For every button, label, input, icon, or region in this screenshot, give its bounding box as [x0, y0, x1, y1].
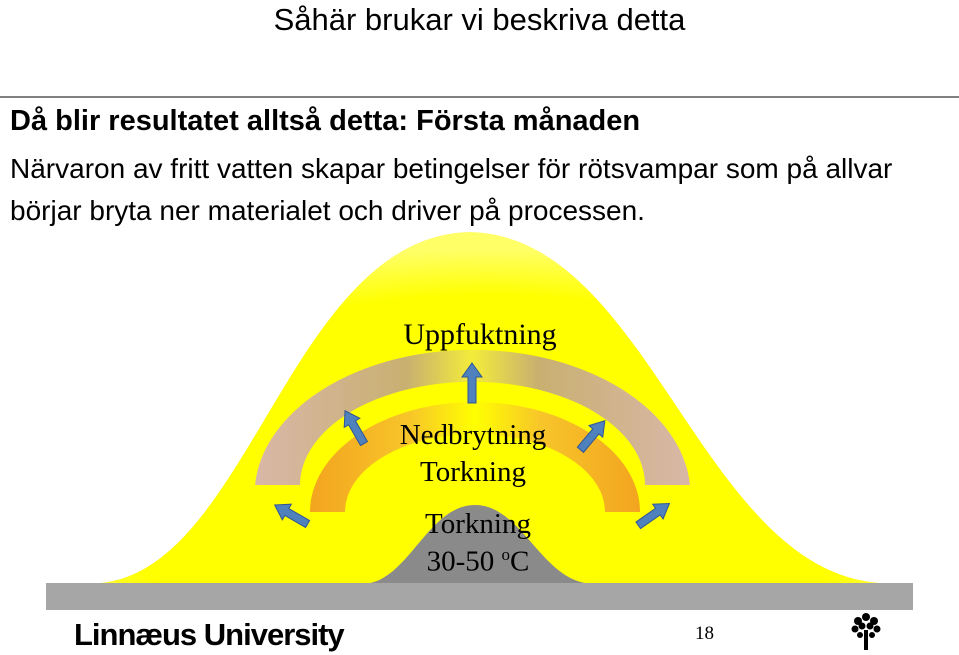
slide-body-text: Närvaron av fritt vatten skapar betingel…	[10, 153, 893, 226]
label-uppfuktning: Uppfuktning	[403, 318, 557, 351]
arrow-up-left-icon	[343, 409, 369, 447]
label-nedbrytning: Nedbrytning	[399, 419, 547, 451]
label-torkning-middle: Torkning	[420, 456, 526, 488]
label-core-temperature: 30-50 oC	[378, 545, 578, 579]
page-number: 18	[695, 623, 714, 644]
title-divider	[0, 96, 959, 98]
tree-logo-icon	[851, 613, 881, 650]
arrow-up-right-icon	[576, 419, 606, 454]
ground-bar	[46, 583, 913, 610]
label-torkning-core: Torkning	[425, 508, 531, 540]
arrow-right-icon	[635, 502, 671, 530]
university-logo: Linnæus University	[74, 617, 345, 652]
arrow-up-icon	[461, 362, 483, 404]
slide-title: Såhär brukar vi beskriva detta	[273, 2, 686, 37]
slide-heading: Då blir resultatet alltså detta: Första …	[10, 105, 641, 137]
inner-arc	[310, 402, 640, 512]
outer-arc	[255, 349, 690, 485]
arrow-left-icon	[273, 503, 311, 529]
temp-range: 30-50	[426, 545, 502, 578]
core-mound	[370, 505, 585, 583]
temp-degree: o	[501, 545, 511, 564]
temp-unit: C	[510, 545, 530, 578]
